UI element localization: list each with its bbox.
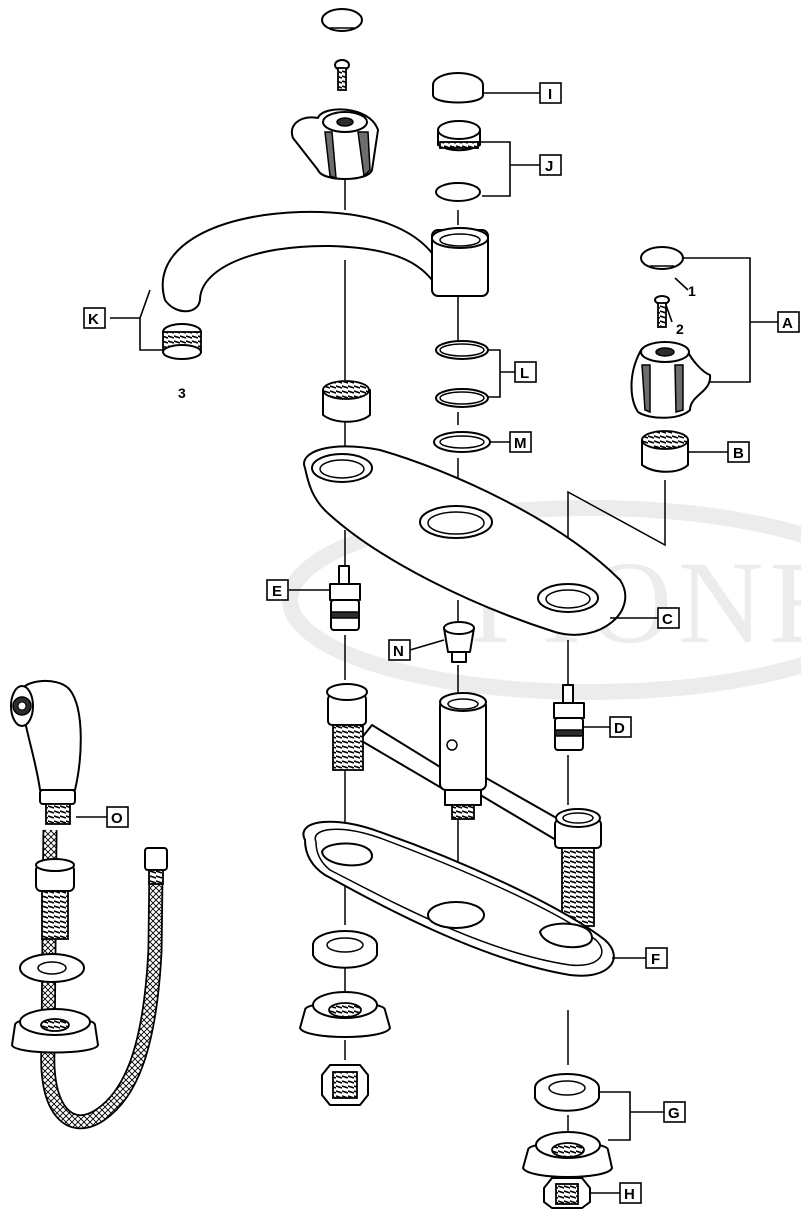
callout-e-label: E [272, 583, 282, 600]
hose-end-fitting [144, 847, 168, 885]
right-handle [630, 341, 712, 419]
part-number-3: 3 [178, 385, 186, 401]
callout-I: I [539, 82, 562, 104]
part-number-1: 1 [688, 283, 696, 299]
callout-c-label: C [662, 611, 673, 628]
callout-H: H [619, 1182, 642, 1204]
spray-hose-coupling [35, 858, 75, 940]
base-gasket [302, 820, 615, 977]
callout-n-label: N [393, 643, 404, 660]
callout-C: C [657, 607, 680, 629]
callout-E: E [266, 579, 289, 601]
leader-lines [76, 92, 780, 1194]
right-bonnet-nut [641, 430, 689, 473]
diverter-valve [443, 621, 475, 663]
spout-nut [437, 120, 481, 152]
callout-i-label: I [548, 86, 552, 103]
callout-k-label: K [88, 311, 99, 328]
escutcheon-plate [303, 445, 627, 636]
spout-washer [435, 182, 481, 202]
callout-G: G [663, 1101, 686, 1123]
side-spray-hose [40, 829, 164, 1130]
spray-base-nut [11, 1008, 99, 1054]
left-bonnet-nut [322, 380, 371, 423]
callout-M: M [509, 431, 532, 453]
callout-b-label: B [733, 445, 744, 462]
spout-cap [432, 72, 484, 104]
callout-l-label: L [520, 365, 529, 382]
right-mounting-washer [534, 1073, 600, 1112]
left-handle-cap [321, 8, 363, 32]
callout-F: F [645, 947, 668, 969]
left-mounting-nut [299, 991, 391, 1038]
callout-N: N [388, 639, 411, 661]
callout-o-label: O [111, 810, 123, 827]
callout-A: A [777, 311, 800, 333]
left-handle [290, 108, 379, 180]
right-mounting-nut [522, 1131, 613, 1178]
left-coupling-nut [321, 1064, 369, 1106]
o-rings [435, 340, 489, 408]
spray-base-washer [19, 953, 85, 983]
callout-O: O [106, 806, 129, 828]
callout-f-label: F [651, 951, 660, 968]
right-cartridge [553, 684, 585, 751]
callout-B: B [727, 441, 750, 463]
callout-m-label: M [514, 435, 527, 452]
callout-D: D [609, 716, 632, 738]
left-handle-screw [334, 59, 350, 91]
right-handle-cap [640, 246, 684, 270]
side-spray-head [10, 679, 82, 825]
callout-h-label: H [624, 1186, 635, 1203]
callout-J: J [539, 154, 562, 176]
valve-body [326, 683, 602, 927]
aerator [162, 323, 202, 360]
callout-j-label: J [545, 158, 553, 175]
left-cartridge [329, 565, 361, 631]
callout-a-label: A [782, 315, 793, 332]
right-coupling-nut [543, 1177, 591, 1209]
callout-g-label: G [668, 1105, 680, 1122]
part-number-2: 2 [676, 321, 684, 337]
callout-L: L [514, 361, 537, 383]
spout-seal [433, 431, 491, 453]
callout-K: K [83, 307, 106, 329]
spout [161, 210, 489, 313]
callout-d-label: D [614, 720, 625, 737]
left-mounting-washer [312, 930, 378, 969]
right-handle-screw [654, 295, 670, 328]
